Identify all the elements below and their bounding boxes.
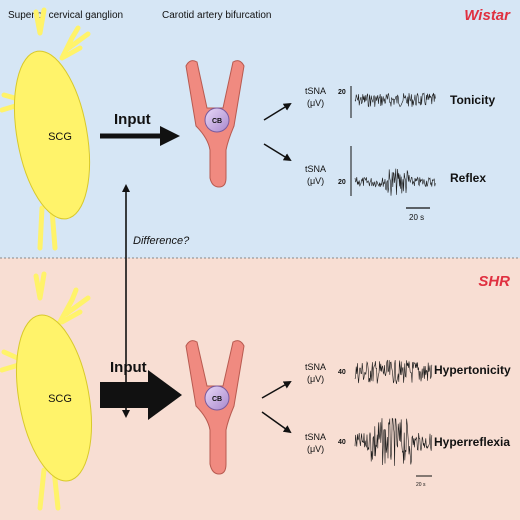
shr-trace2-signal [354, 417, 433, 466]
shr-trace2-unit2: (μV) [307, 444, 324, 454]
shr-output-arrow-1 [261, 381, 292, 399]
wistar-scg-label: SCG [48, 131, 72, 143]
wistar-scg-ganglion [0, 7, 91, 251]
wistar-time-scale-label: 20 s [409, 213, 424, 222]
wistar-trace1-name: Tonicity [450, 93, 495, 107]
wistar-trace2-scale: 20 [338, 179, 346, 186]
shr-input-label: Input [110, 359, 147, 376]
shr-output-arrow-2 [261, 411, 292, 434]
shr-trace2-name: Hyperreflexia [434, 435, 510, 449]
shr-carotid-body [204, 385, 230, 411]
wistar-label: Wistar [464, 7, 511, 24]
shr-input-arrow-head [148, 370, 182, 420]
scg-title: Superior cervical ganglion [8, 10, 123, 21]
shr-trace1-name: Hypertonicity [434, 363, 511, 377]
difference-label: Difference? [133, 235, 190, 247]
wistar-trace2-signal [354, 168, 436, 196]
shr-input-arrow [100, 382, 150, 408]
wistar-trace1-scale: 20 [338, 89, 346, 96]
wistar-output-arrow-1 [263, 102, 292, 121]
shr-trace2-scale: 40 [338, 439, 346, 446]
shr-cb-label: CB [212, 396, 222, 403]
wistar-trace2-name: Reflex [450, 171, 486, 185]
shr-label: SHR [478, 273, 510, 290]
wistar-trace1-unit2: (μV) [307, 98, 324, 108]
shr-trace1-unit: tSNA [305, 362, 326, 372]
wistar-trace1-signal [354, 92, 436, 108]
wistar-cb-label: CB [212, 118, 222, 125]
cab-title: Carotid artery bifurcation [162, 10, 272, 21]
shr-trace1-signal [354, 359, 433, 384]
shr-scg-label: SCG [48, 393, 72, 405]
shr-trace2-unit: tSNA [305, 432, 326, 442]
wistar-trace2-unit: tSNA [305, 164, 326, 174]
shr-time-scale-label: 20 s [416, 482, 426, 488]
wistar-trace2-unit2: (μV) [307, 176, 324, 186]
shr-trace1-unit2: (μV) [307, 374, 324, 384]
shr-scg-ganglion [0, 271, 92, 511]
wistar-input-label: Input [114, 111, 151, 128]
wistar-input-arrow-head [160, 126, 180, 146]
shr-trace1-scale: 40 [338, 369, 346, 376]
wistar-trace1-unit: tSNA [305, 86, 326, 96]
wistar-output-arrow-2 [263, 143, 292, 162]
wistar-carotid-body [204, 107, 230, 133]
